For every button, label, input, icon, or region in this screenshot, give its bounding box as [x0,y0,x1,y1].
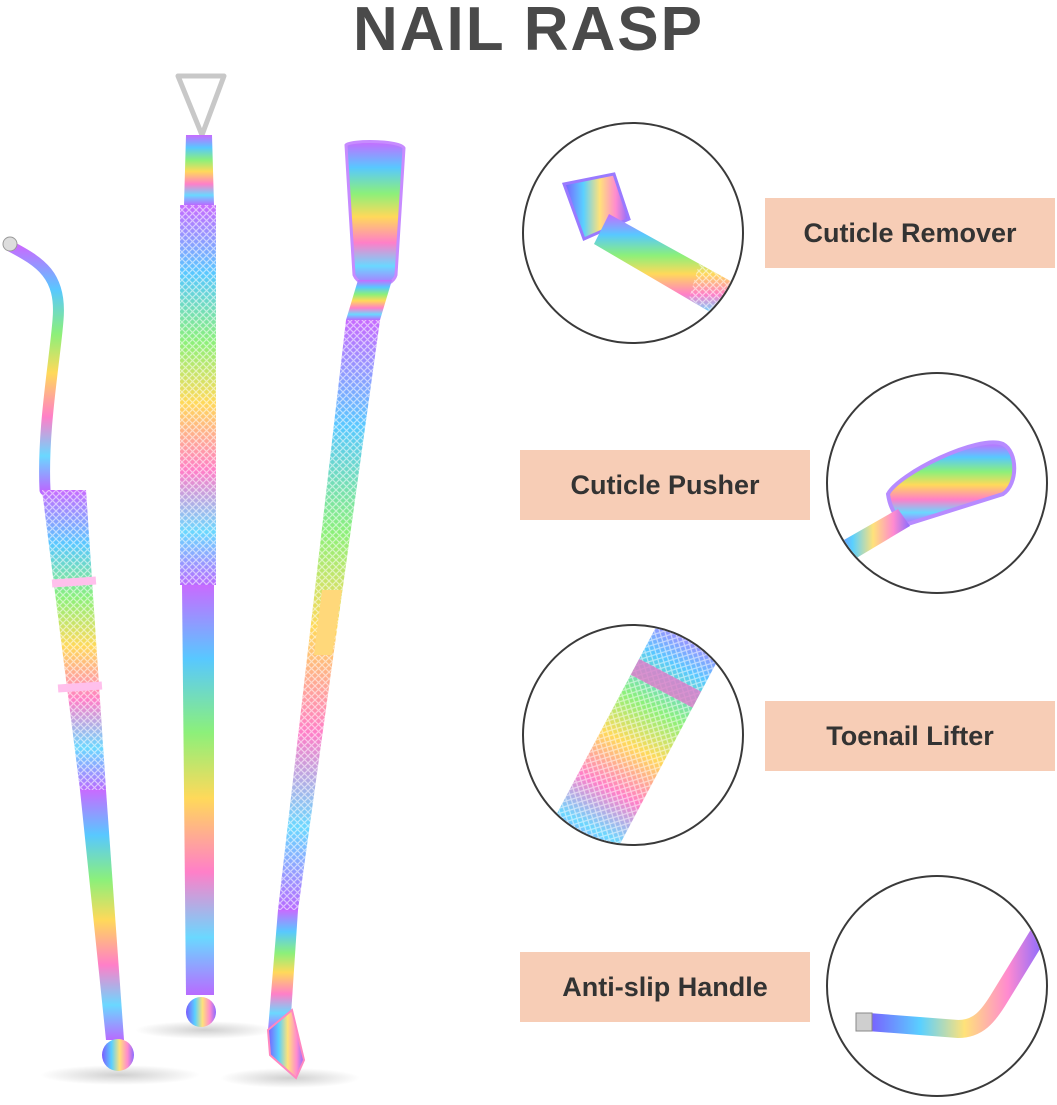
anti-slip-handle-closeup-icon [826,875,1048,1097]
tool-shadow [135,1021,275,1039]
tool-shadow [40,1065,200,1085]
cuticle-pusher-tool [266,140,406,1080]
cuticle-remover-tool [175,73,227,1027]
tool-shadow [220,1068,360,1088]
toenail-lifter-closeup-icon [522,624,744,846]
cuticle-pusher-closeup-icon [826,372,1048,594]
feature-label-toenail-lifter: Toenail Lifter [765,701,1055,771]
page-title: NAIL RASP [352,0,704,64]
feature-label-cuticle-pusher: Cuticle Pusher [520,450,810,520]
cuticle-remover-closeup-icon [522,122,744,344]
toenail-lifter-tool [2,236,134,1071]
feature-label-cuticle-remover: Cuticle Remover [765,198,1055,268]
product-tools-illustration [2,73,406,1088]
feature-label-anti-slip-handle: Anti-slip Handle [520,952,810,1022]
